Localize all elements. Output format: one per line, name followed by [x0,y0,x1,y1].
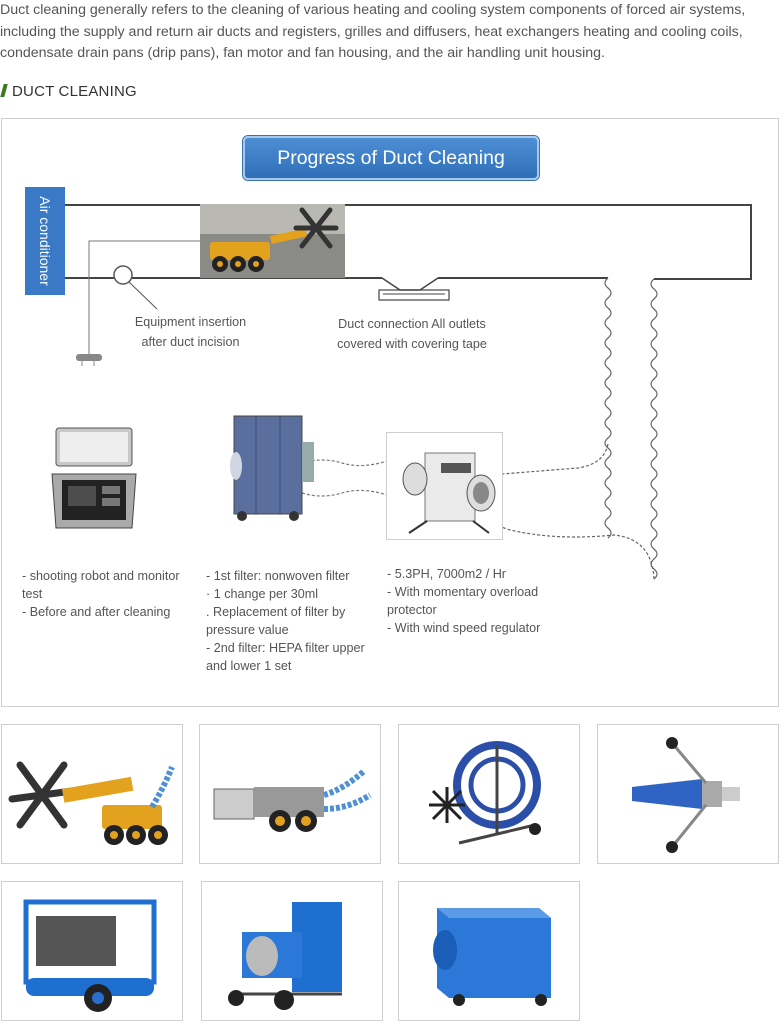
insertion-label: Equipment insertion after duct incision [123,312,258,352]
section-marker [0,84,8,97]
filter-note: and lower 1 set [206,659,292,673]
filter-notes: - 1st filter: nonwoven filter · 1 change… [206,567,365,675]
blower-note: - 5.3PH, 7000m2 / Hr [387,567,506,581]
progress-banner: Progress of Duct Cleaning [243,136,539,180]
connection-label: Duct connection All outlets covered with… [326,314,498,354]
brush-robot-photo [1,724,183,864]
filter-unit-icon [230,415,314,521]
blower-notes: - 5.3PH, 7000m2 / Hr - With momentary ov… [387,565,540,637]
duct-robot-icon [200,204,345,278]
monitor-notes: - shooting robot and monitor test - Befo… [22,567,180,621]
filter-note: - 1st filter: nonwoven filter [206,569,350,583]
section-title: DUCT CLEANING [0,83,137,100]
intro-paragraph: Duct cleaning generally refers to the cl… [0,2,746,61]
filter-note: - 2nd filter: HEPA filter upper [206,641,365,655]
blower-unit-photo [201,881,383,1021]
blower-note: - With momentary overload [387,585,539,599]
cable-reel-brush-photo [398,724,580,864]
camera-robot-photo [199,724,381,864]
connection-label-line-1: Duct connection All outlets [338,317,486,331]
monitor-case-icon [51,427,137,529]
filter-note: · 1 change per 30ml [206,587,319,601]
connection-label-line-2: covered with covering tape [337,337,487,351]
insertion-label-line-1: Equipment insertion [134,315,247,329]
duct-cleaning-diagram: Progress of Duct Cleaning Air conditione… [1,118,779,707]
monitor-note: - shooting robot and monitor [22,569,180,583]
air-conditioner-label: Air conditioner [37,196,53,286]
filter-note: pressure value [206,623,289,637]
duct-lines [65,204,752,580]
monitor-note: test [22,587,43,601]
blower-frame [386,432,503,540]
filter-box-photo [398,881,580,1021]
blower-note: protector [387,603,437,617]
monitor-note: - Before and after cleaning [22,605,171,619]
air-conditioner-box: Air conditioner [25,187,65,295]
filter-note: . Replacement of filter by [206,605,346,619]
nozzle-tool-photo [597,724,779,864]
insertion-label-line-2: after duct incision [141,335,240,349]
compressor-photo [1,881,183,1021]
section-title-text: DUCT CLEANING [12,83,137,100]
blower-note: - With wind speed regulator [387,621,541,635]
blower-icon [402,452,496,534]
